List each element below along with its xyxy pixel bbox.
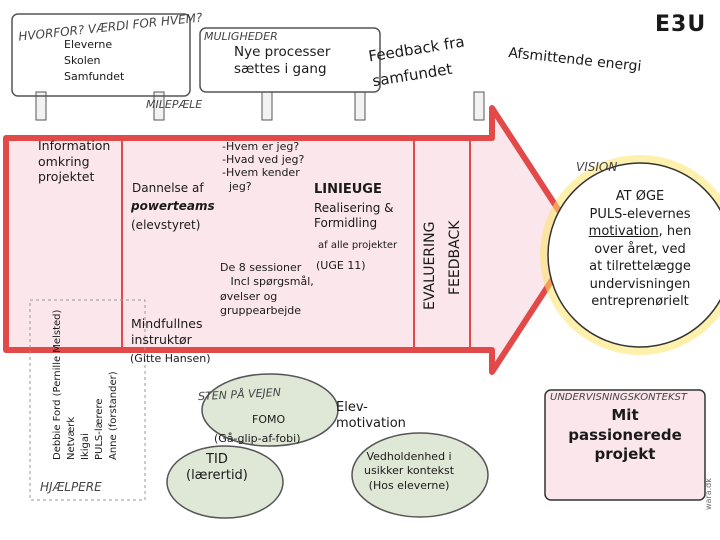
why-item-society: Samfundet	[64, 70, 125, 83]
sessions-text: De 8 sessioner Incl spørgsmål, øvelser o…	[220, 261, 314, 317]
helpers-bubble	[29, 299, 146, 501]
milestones-heading: MILEPÆLE	[146, 98, 203, 111]
linieuge-weeks: (UGE 11)	[316, 259, 366, 272]
fomo-sub: (Gå-glip-af-fobi)	[214, 432, 301, 445]
dannelse-powerteams: powerteams	[131, 199, 215, 213]
dannelse-suffix: (elevstyret)	[131, 218, 201, 232]
dannelse-prefix: Dannelse af	[132, 181, 204, 195]
e3u-logo: E3U	[655, 12, 707, 37]
vedhold-label: Vedholdenhed i usikker kontekst (Hos ele…	[364, 450, 455, 492]
helpers-name-ikigai: Ikigai	[80, 433, 91, 460]
helpers-heading: HJÆLPERE	[40, 480, 102, 494]
evaluering-label: EVALUERING	[422, 221, 438, 310]
project-arrow	[3, 105, 581, 375]
vision-text: AT ØGE PULS-elevernes motivation, hen ov…	[588, 189, 692, 310]
stone-fomo	[201, 373, 339, 447]
linieuge-text: Realisering & Formidling	[314, 201, 394, 230]
context-box	[544, 389, 706, 501]
questions-text: -Hvem er jeg? -Hvad ved jeg? -Hvem kende…	[222, 140, 305, 193]
helpers-name-netvaerk: Netværk	[66, 416, 77, 460]
mindfulness-name: (Gitte Hansen)	[130, 352, 211, 365]
context-heading: UNDERVISNINGSKONTEKST	[550, 392, 687, 403]
helpers-name-anne: Anne (forstander)	[108, 371, 119, 460]
helpers-name-puls: PULS-lærere	[94, 398, 105, 460]
why-item-students: Eleverne	[64, 38, 113, 51]
vision-underlined: motivation	[588, 224, 659, 240]
vision-heading: VISION	[576, 160, 618, 174]
credit-label: wara.dk	[704, 478, 713, 510]
tid-label: TID (lærertid)	[186, 452, 248, 484]
feedback-label: FEEDBACK	[447, 220, 463, 295]
why-box	[11, 13, 191, 97]
linieuge-title: LINIEUGE	[314, 182, 382, 197]
mindfulness-text: Mindfullnes instruktør	[131, 316, 203, 347]
why-item-school: Skolen	[64, 54, 101, 67]
helpers-name-debbie: Debbie Ford (Pernille Melsted)	[52, 309, 63, 460]
possibilities-box	[199, 27, 381, 93]
stone-tid	[166, 445, 284, 519]
information-text: Information omkring projektet	[38, 138, 111, 185]
elev-motivation-label: Elev- motivation	[336, 400, 406, 432]
stone-vedhold	[351, 432, 489, 518]
fomo-label: FOMO	[252, 413, 286, 426]
possibilities-text: Nye processer sættes i gang	[234, 44, 331, 77]
context-text: Mit passionerede projekt	[568, 406, 682, 463]
sun-shape	[540, 155, 720, 355]
possibilities-heading: MULIGHEDER	[204, 30, 278, 43]
linieuge-small: af alle projekter	[318, 240, 398, 251]
